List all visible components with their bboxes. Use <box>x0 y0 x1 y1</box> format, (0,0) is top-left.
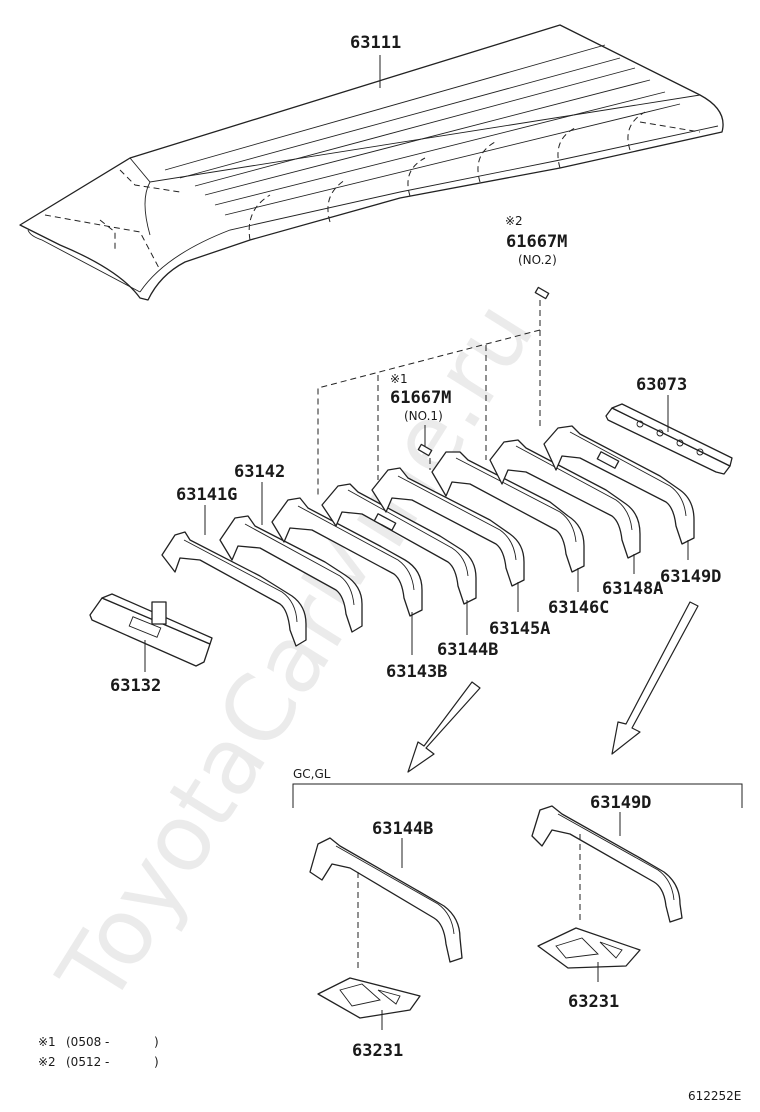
roof-bow-8-drawing <box>543 425 695 545</box>
roof-bow-1-drawing <box>161 531 307 647</box>
roof-bow-6-drawing <box>431 451 585 573</box>
arrow-bow-4-detail <box>407 681 481 773</box>
clip-upper-qualifier: (NO.2) <box>518 253 557 267</box>
bow-4-label: 63144B <box>437 640 498 660</box>
footnote-2-close: ) <box>154 1055 159 1069</box>
footnote-1-mark: ※1 <box>38 1035 56 1049</box>
figure-code: 612252E <box>688 1089 741 1103</box>
front-header-label: 63132 <box>110 676 161 696</box>
pad-b-drawing <box>537 927 641 969</box>
rear-header-label: 63073 <box>636 375 687 395</box>
clip-upper-note: ※2 <box>505 214 523 228</box>
roof-bow-5-drawing <box>371 467 525 587</box>
bow-6-label: 63146C <box>548 598 609 618</box>
pad-a-label: 63231 <box>352 1041 403 1061</box>
clip-upper-drawing <box>534 286 550 300</box>
roof-panel-label: 63111 <box>350 33 401 53</box>
roof-panel-drawing <box>19 24 724 301</box>
front-header-drawing <box>89 593 213 667</box>
bow-7-label: 63148A <box>602 579 663 599</box>
clip-lower-drawing <box>417 443 433 457</box>
clip-upper-label: 61667M <box>506 232 567 252</box>
detail-bow-b-drawing <box>531 805 683 923</box>
bow-1-label: 63141G <box>176 485 237 505</box>
bow-2-label: 63142 <box>234 462 285 482</box>
roof-bow-3-drawing <box>271 497 423 617</box>
footnote-1-text: (0508 - <box>66 1035 109 1049</box>
detail-bow-a-label: 63144B <box>372 819 433 839</box>
pad-a-drawing <box>317 977 421 1019</box>
roof-bow-7-drawing <box>489 439 641 559</box>
detail-bow-a-drawing <box>309 837 463 963</box>
roof-bow-4-drawing <box>321 483 477 605</box>
rear-header-drawing <box>605 403 733 475</box>
group-label: GC,GL <box>293 767 331 781</box>
arrow-bow-8-detail <box>611 601 699 755</box>
assembly-lines <box>317 300 541 495</box>
footnote-2-text: (0512 - <box>66 1055 109 1069</box>
pad-b-label: 63231 <box>568 992 619 1012</box>
bow-3-label: 63143B <box>386 662 447 682</box>
bow-5-label: 63145A <box>489 619 550 639</box>
clip-lower-qualifier: (NO.1) <box>404 409 443 423</box>
bow-8-label: 63149D <box>660 567 721 587</box>
clip-lower-note: ※1 <box>390 372 408 386</box>
clip-lower-label: 61667M <box>390 388 451 408</box>
footnote-2-mark: ※2 <box>38 1055 56 1069</box>
footnote-1-close: ) <box>154 1035 159 1049</box>
roof-bow-2-drawing <box>219 515 363 633</box>
group-bracket <box>292 783 743 808</box>
detail-bow-b-label: 63149D <box>590 793 651 813</box>
